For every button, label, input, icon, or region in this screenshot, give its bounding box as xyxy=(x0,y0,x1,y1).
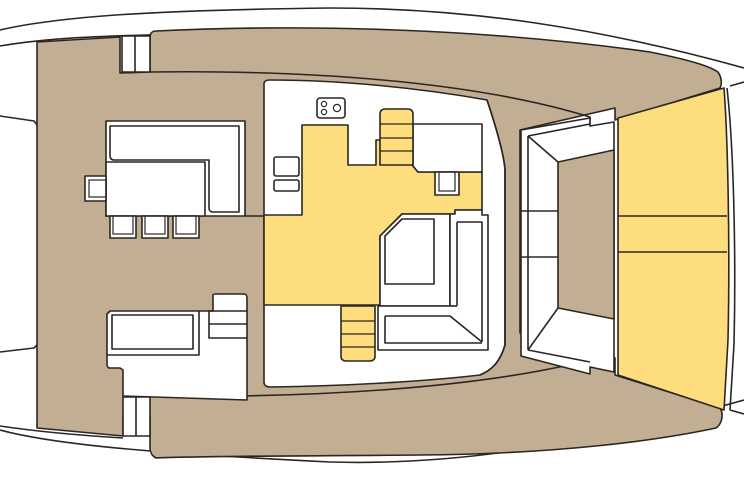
cockpit-stools xyxy=(84,175,200,239)
aft-bench xyxy=(106,293,248,401)
galley-appliances xyxy=(273,156,300,192)
saloon-sofa xyxy=(377,209,489,351)
stairs-starboard xyxy=(340,305,376,362)
hull-outline xyxy=(0,7,744,464)
cooktop xyxy=(316,97,346,119)
cockpit-table xyxy=(105,161,206,217)
stairs-port xyxy=(379,108,414,166)
galley-counter xyxy=(412,123,483,196)
foredeck-lounge xyxy=(617,81,744,415)
forward-cockpit-seating xyxy=(520,117,615,375)
transom-steps xyxy=(121,35,151,437)
